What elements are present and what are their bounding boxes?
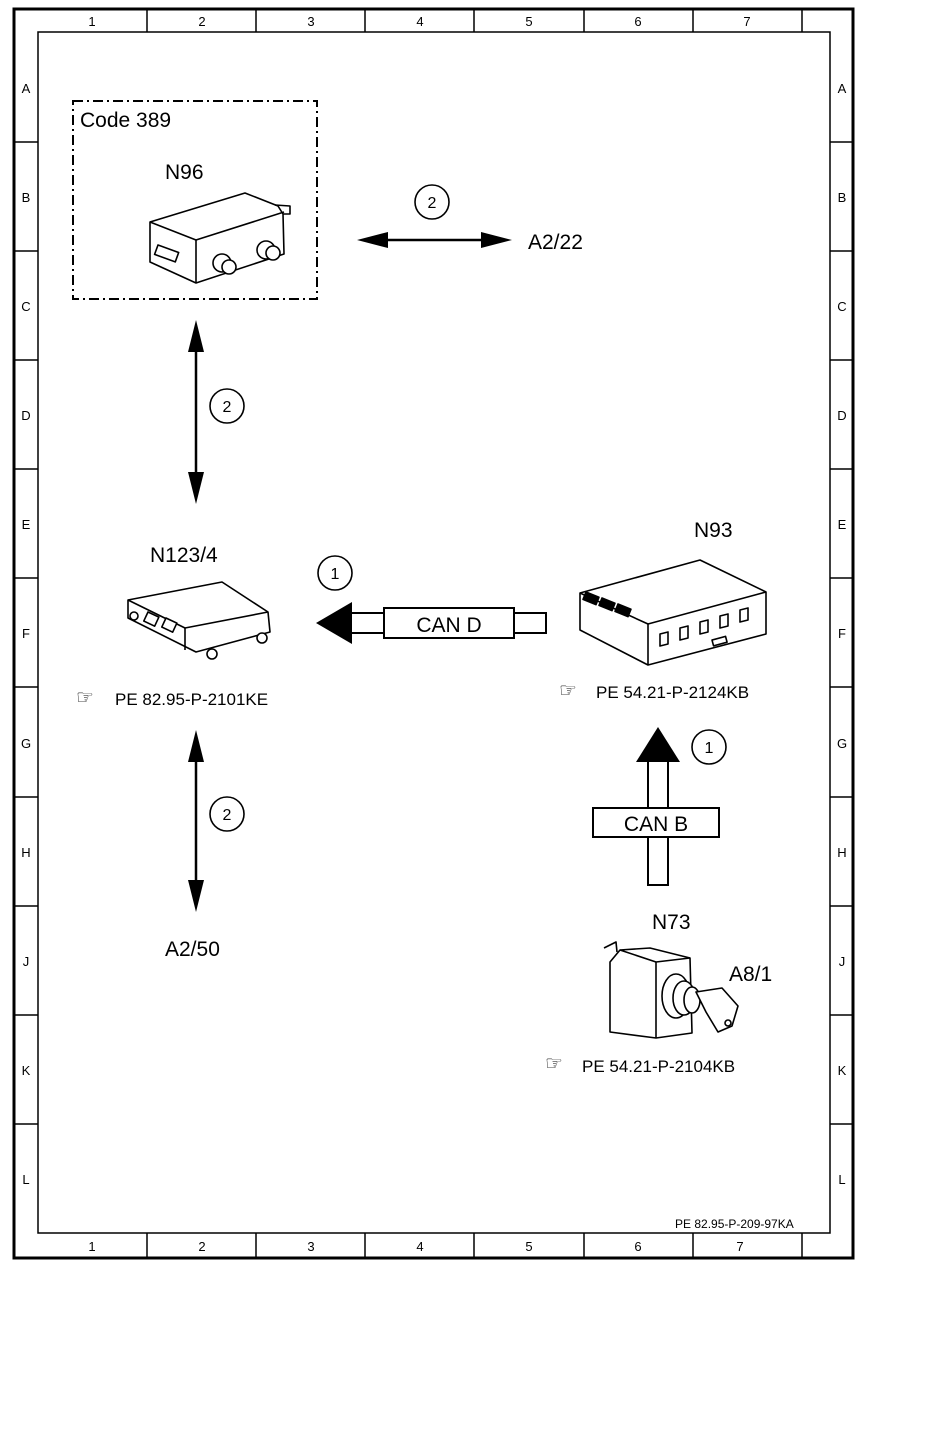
n93-reference: PE 54.21-P-2124KB	[596, 683, 749, 702]
row-label: F	[838, 626, 846, 641]
connection-badge-text: 2	[223, 399, 232, 416]
row-label: K	[22, 1063, 31, 1078]
row-label: J	[23, 954, 30, 969]
a2-50-label: A2/50	[165, 938, 220, 961]
a2-22-label: A2/22	[528, 231, 583, 254]
connection-badge	[209, 796, 245, 832]
col-label: 6	[634, 1239, 641, 1254]
row-label: C	[21, 299, 30, 314]
n96-label: N96	[165, 161, 204, 184]
arrowhead-left	[357, 232, 388, 248]
column-ticks	[146, 9, 803, 1258]
row-label: L	[22, 1172, 29, 1187]
hand-pointer-icon: ☞	[76, 687, 94, 709]
n93-label: N93	[694, 519, 733, 542]
row-label: A	[22, 81, 31, 96]
col-label: 4	[416, 1239, 423, 1254]
row-label: J	[839, 954, 846, 969]
connection-badge-text: 1	[705, 740, 714, 757]
can-d-arrowhead	[316, 602, 352, 644]
arrowhead-up	[188, 730, 204, 762]
col-label: 3	[307, 14, 314, 29]
row-ticks	[14, 141, 853, 1125]
row-label: H	[21, 845, 30, 860]
inner-frame	[37, 31, 831, 1234]
n96-module-icon	[149, 192, 291, 284]
row-label: E	[22, 517, 31, 532]
row-labels-right: A B C D E F G H J K L	[837, 81, 847, 1187]
hand-pointer-icon: ☞	[545, 1053, 563, 1075]
row-label: D	[21, 408, 30, 423]
col-label: 6	[634, 14, 641, 29]
row-label: G	[21, 736, 31, 751]
n123-4-module-icon	[127, 581, 271, 660]
connection-badge	[691, 729, 727, 765]
can-d-label: CAN D	[416, 614, 481, 637]
n73-label: N73	[652, 911, 691, 934]
arrowhead-up	[188, 320, 204, 352]
connection-badge	[414, 184, 450, 220]
ignition-switch-icon	[603, 941, 739, 1039]
col-label: 5	[525, 14, 532, 29]
arrowhead-down	[188, 472, 204, 504]
row-labels-left: A B C D E F G H J K L	[21, 81, 31, 1187]
can-b-arrowhead	[636, 727, 680, 762]
column-labels-top: 1 2 3 4 5 6 7	[88, 14, 750, 29]
row-label: A	[838, 81, 847, 96]
col-label: 1	[88, 14, 95, 29]
document-reference: PE 82.95-P-209-97KA	[675, 1217, 794, 1231]
row-label: E	[838, 517, 847, 532]
row-label: D	[837, 408, 846, 423]
row-label: F	[22, 626, 30, 641]
can-d-label-box	[383, 607, 515, 639]
col-label: 5	[525, 1239, 532, 1254]
column-labels-bottom: 1 2 3 4 5 6 7	[88, 1239, 743, 1254]
col-label: 2	[198, 14, 205, 29]
row-label: C	[837, 299, 846, 314]
row-label: B	[22, 190, 31, 205]
connection-badge-text: 1	[331, 566, 340, 583]
n93-module-icon	[579, 559, 767, 666]
can-b-label-box	[592, 807, 720, 838]
row-label: K	[838, 1063, 847, 1078]
hand-pointer-icon: ☞	[559, 680, 577, 702]
row-label: B	[838, 190, 847, 205]
col-label: 1	[88, 1239, 95, 1254]
row-label: L	[838, 1172, 845, 1187]
can-b-label: CAN B	[624, 813, 688, 836]
code-389-box	[72, 100, 318, 300]
col-label: 7	[736, 1239, 743, 1254]
col-label: 7	[743, 14, 750, 29]
a8-1-label: A8/1	[729, 963, 772, 986]
connection-badge-text: 2	[428, 195, 437, 212]
arrowhead-right	[481, 232, 512, 248]
outer-frame	[12, 7, 855, 1260]
row-label: G	[837, 736, 847, 751]
n123-4-reference: PE 82.95-P-2101KE	[115, 690, 268, 709]
col-label: 4	[416, 14, 423, 29]
row-label: H	[837, 845, 846, 860]
connection-badge	[317, 555, 353, 591]
code-389-label: Code 389	[80, 109, 171, 132]
connection-badge	[209, 388, 245, 424]
n123-4-label: N123/4	[150, 544, 218, 567]
col-label: 3	[307, 1239, 314, 1254]
arrowhead-down	[188, 880, 204, 912]
n73-reference: PE 54.21-P-2104KB	[582, 1057, 735, 1076]
connection-badge-text: 2	[223, 807, 232, 824]
col-label: 2	[198, 1239, 205, 1254]
